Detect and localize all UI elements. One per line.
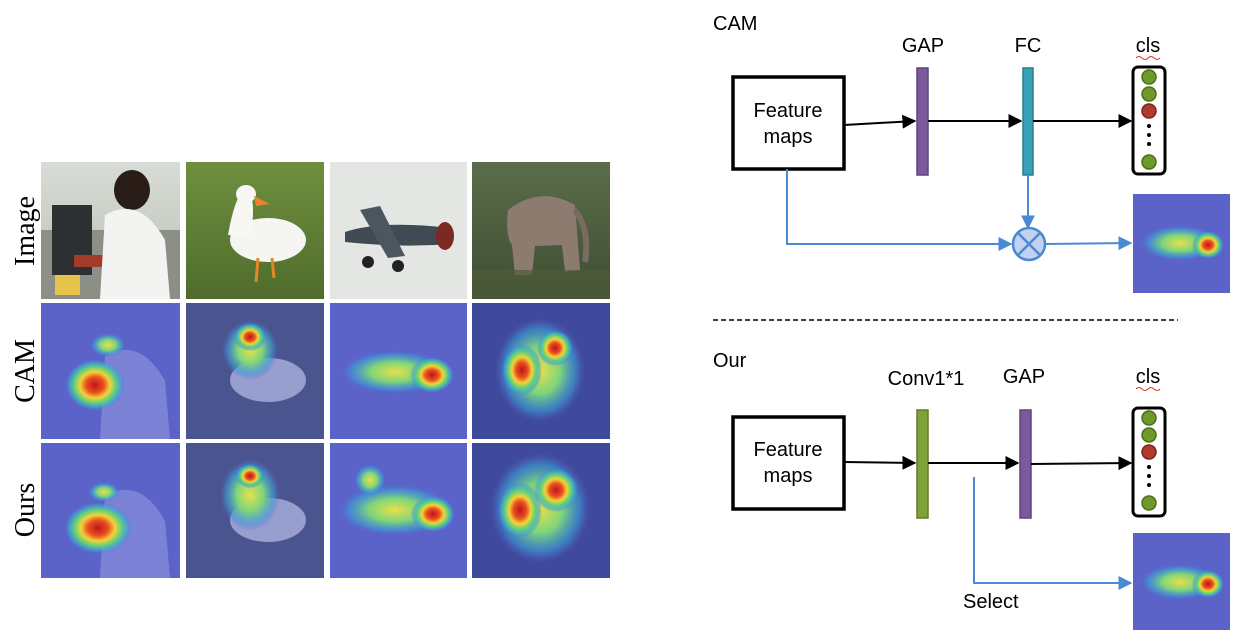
our-gap-bar [1019,409,1032,519]
our-cls-column [1131,406,1167,518]
cam-feature-label: Feature [754,100,823,122]
our-diagram-title: Our [713,350,747,372]
cam-heatmap-scientist [41,303,180,439]
our-conv-label: Conv1*1 [888,368,965,390]
our-output-heatmap [1133,533,1230,630]
image-goose [186,162,324,299]
ours-heatmap-elephant [472,443,610,578]
cam-gap-bar [916,67,929,176]
row-label-ours: Ours [10,483,41,537]
cam-cls-label: cls [1136,35,1160,57]
our-feature-label: Feature [754,439,823,461]
our-conv-bar [916,409,929,519]
cam-fc-label: FC [1015,35,1042,57]
our-cls-label: cls [1136,366,1160,388]
cam-fc-bar [1022,67,1034,176]
image-elephant [472,162,610,299]
cam-cls-column [1131,65,1167,176]
cam-heatmap-elephant [472,303,610,439]
our-feature-box [731,415,846,511]
ours-heatmap-scientist [41,443,180,578]
select-label: Select [963,591,1019,613]
our-feature-label-2: maps [764,465,813,487]
image-scientist [41,162,180,299]
cam-heatmap-biplane [330,303,467,439]
cam-output-heatmap [1133,194,1230,293]
cam-heatmap-goose [186,303,324,439]
cam-gap-label: GAP [902,35,944,57]
cam-diagram-title: CAM [713,13,757,35]
ours-heatmap-goose [186,443,324,578]
image-biplane [330,162,467,299]
cam-feature-box [731,75,846,171]
row-label-image: Image [10,196,41,266]
multiply-icon [1011,226,1047,262]
row-label-cam: CAM [10,339,41,403]
cam-feature-label-2: maps [764,126,813,148]
our-gap-label: GAP [1003,366,1045,388]
ours-heatmap-biplane [330,443,467,578]
